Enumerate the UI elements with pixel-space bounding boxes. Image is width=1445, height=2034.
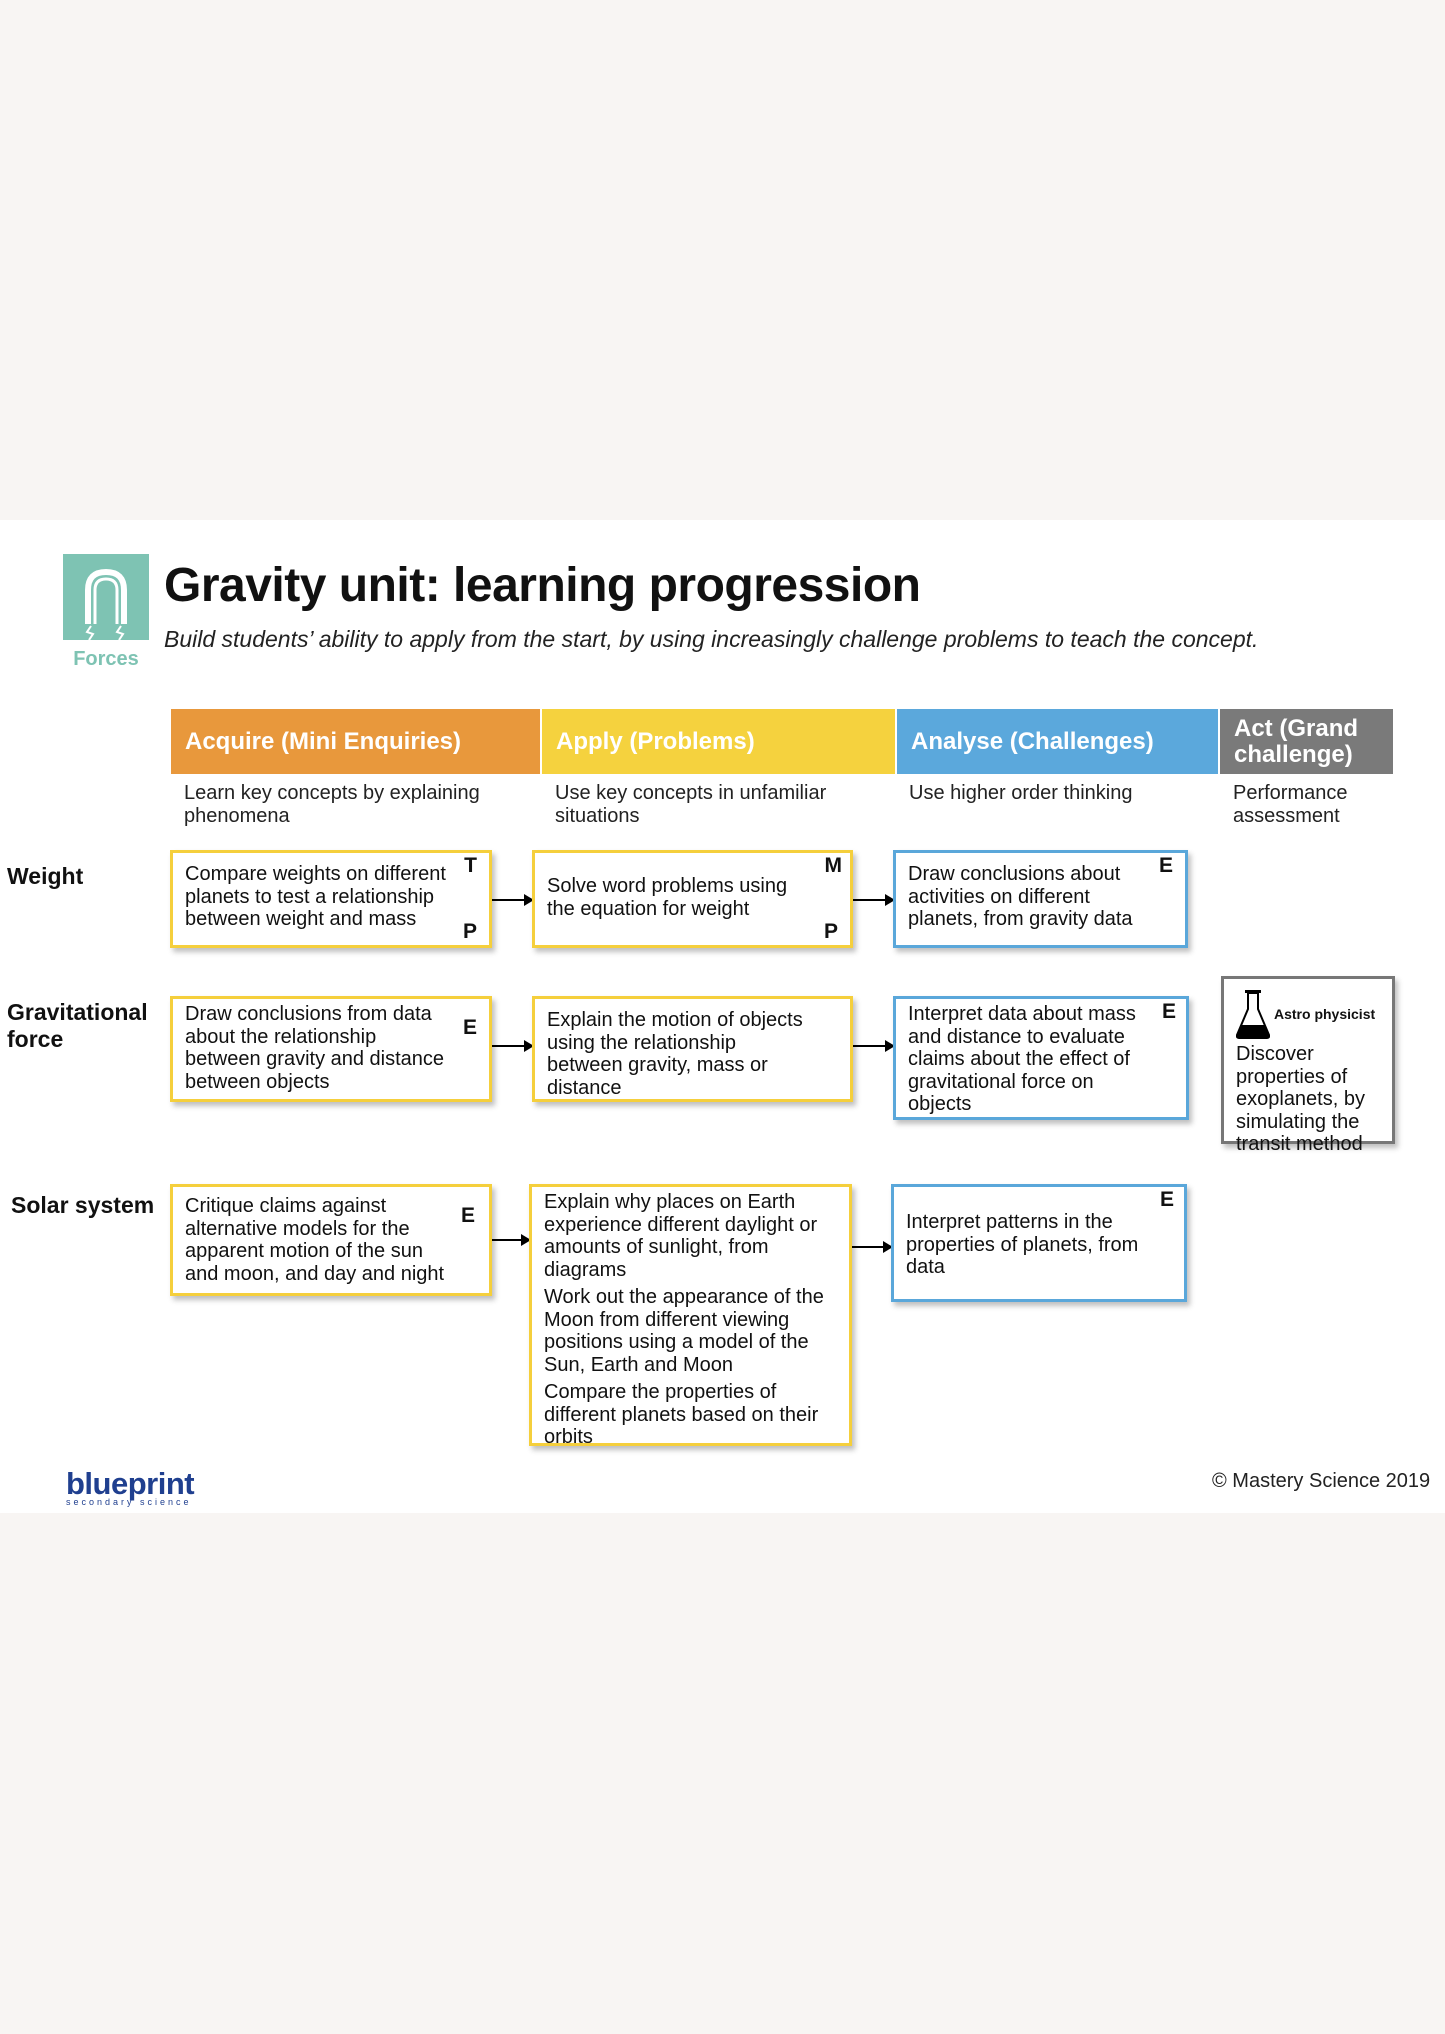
- tag-top: T: [464, 854, 477, 877]
- box-paragraph: Explain why places on Earth experience d…: [544, 1191, 818, 1281]
- solar-apply-box: Explain why places on Earth experience d…: [529, 1184, 852, 1448]
- box-text: Draw conclusions from data about the rel…: [185, 1003, 445, 1093]
- grand-challenge-box: Astro physicist Discover properties of e…: [1221, 976, 1395, 1155]
- weight-acquire-box: Compare weights on different planets to …: [170, 850, 492, 948]
- box-text: Critique claims against alternative mode…: [185, 1195, 445, 1285]
- grand-challenge-title: Astro physicist: [1274, 1005, 1376, 1022]
- solar-acquire-box: Critique claims against alternative mode…: [170, 1184, 492, 1296]
- tag-bottom: P: [823, 919, 838, 943]
- solar-analyse-box: Interpret patterns in the properties of …: [891, 1184, 1187, 1302]
- box-text: Solve word problems using the equation f…: [547, 875, 788, 920]
- column-desc-apply: Use key concepts in unfamiliar situation…: [555, 782, 827, 827]
- weight-analyse-box: Draw conclusions about activities on dif…: [893, 850, 1188, 948]
- flask-icon: [1236, 990, 1270, 1039]
- column-desc-analyse: Use higher order thinking: [909, 782, 1133, 804]
- column-header-act: Act (Grand challenge): [1220, 709, 1393, 774]
- box-text: Compare weights on different planets to …: [185, 863, 446, 930]
- box-text: Interpret data about mass and distance t…: [908, 1003, 1136, 1115]
- tag-top: E: [1158, 854, 1173, 877]
- arrow-right: [492, 1040, 534, 1052]
- row-label-solar-system: Solar system: [11, 1192, 155, 1218]
- blueprint-logo: blueprint: [66, 1466, 195, 1501]
- tag-bottom: P: [462, 919, 477, 943]
- column-header-apply: Apply (Problems): [542, 709, 895, 774]
- arrow-right: [853, 1040, 895, 1052]
- tag-top: M: [824, 854, 843, 877]
- arrow-right: [492, 1234, 531, 1246]
- magnet-icon: [85, 568, 127, 641]
- forces-logo: [63, 554, 149, 641]
- gravity-analyse-box: Interpret data about mass and distance t…: [893, 996, 1189, 1120]
- gravity-acquire-box: Draw conclusions from data about the rel…: [170, 996, 492, 1102]
- box-paragraph: Compare the properties of different plan…: [544, 1381, 819, 1448]
- column-desc-acquire: Learn key concepts by explaining phenome…: [184, 782, 480, 827]
- tag-top: E: [1161, 1000, 1176, 1023]
- logo-label: Forces: [73, 648, 139, 670]
- gravity-apply-box: Explain the motion of objects using the …: [532, 996, 853, 1102]
- blueprint-logo-subtitle: secondary science: [66, 1497, 192, 1507]
- weight-apply-box: Solve word problems using the equation f…: [532, 850, 853, 948]
- column-desc-act: Performance assessment: [1233, 782, 1348, 827]
- tag-top: E: [462, 1016, 477, 1039]
- arrow-right: [492, 894, 534, 906]
- column-header-acquire: Acquire (Mini Enquiries): [171, 709, 540, 774]
- box-text: Interpret patterns in the properties of …: [906, 1211, 1139, 1278]
- box-paragraph: Work out the appearance of the Moon from…: [544, 1286, 824, 1376]
- slide: Forces Gravity unit: learning progressio…: [0, 520, 1445, 1513]
- tag-top: E: [460, 1204, 475, 1227]
- row-label-gravitational-force: Gravitational force: [7, 999, 148, 1052]
- page-title: Gravity unit: learning progression: [164, 559, 921, 612]
- arrow-right: [853, 894, 895, 906]
- page-subtitle: Build students’ ability to apply from th…: [164, 626, 1259, 652]
- arrow-right: [852, 1241, 893, 1253]
- column-header-analyse: Analyse (Challenges): [897, 709, 1218, 774]
- grand-challenge-text: Discover properties of exoplanets, by si…: [1236, 1043, 1365, 1155]
- tag-top: E: [1159, 1188, 1174, 1211]
- copyright: © Mastery Science 2019: [1212, 1470, 1431, 1492]
- row-label-weight: Weight: [7, 863, 84, 889]
- box-text: Draw conclusions about activities on dif…: [908, 863, 1133, 930]
- box-text: Explain the motion of objects using the …: [547, 1009, 803, 1099]
